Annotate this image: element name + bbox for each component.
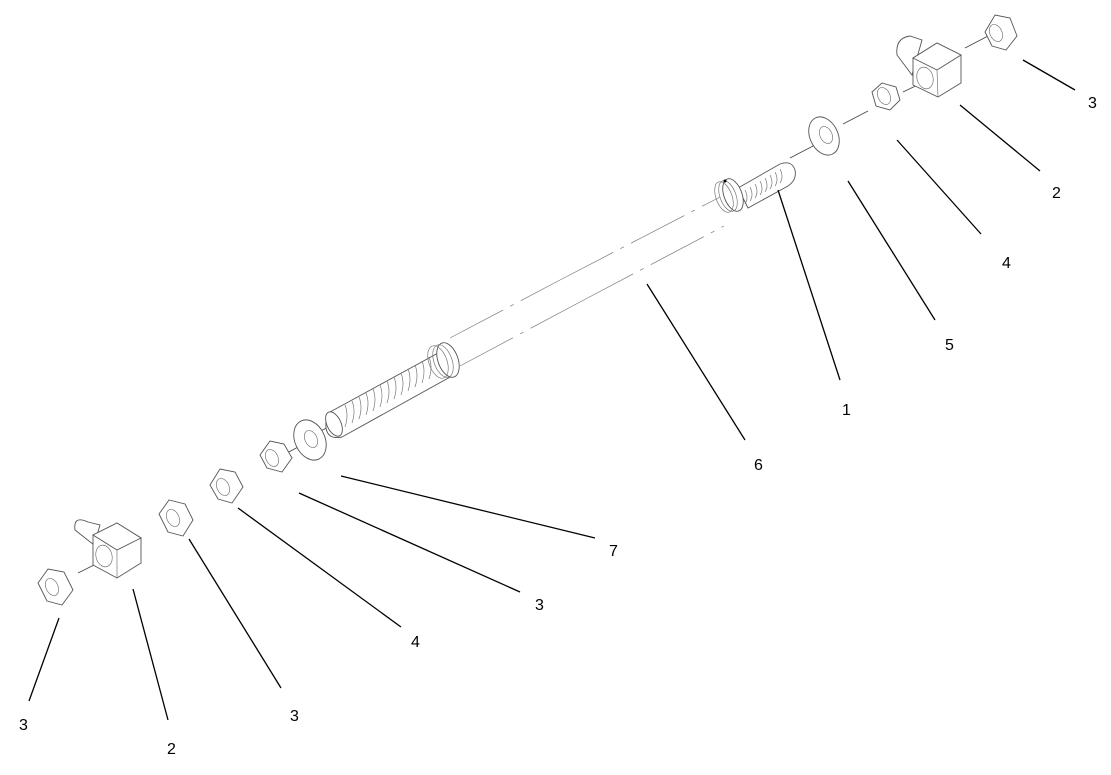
tube-item-6 bbox=[449, 196, 725, 367]
washer-item-7 bbox=[293, 419, 327, 461]
hex-nut-item-4-lower bbox=[209, 468, 244, 504]
callout-7: 7 bbox=[609, 543, 618, 560]
callout-labels: 3 2 4 5 1 6 7 3 4 3 2 3 bbox=[19, 95, 1097, 758]
threaded-rod-upper-item-1 bbox=[714, 162, 796, 213]
callout-2-bottom: 2 bbox=[167, 741, 176, 758]
threaded-rod-lower-item-1 bbox=[325, 342, 460, 439]
hex-nut-item-3-bottom-left bbox=[37, 568, 74, 606]
hex-nut-item-3-lower bbox=[158, 499, 194, 537]
callout-3-top-right: 3 bbox=[1088, 95, 1097, 112]
washer-item-5 bbox=[808, 116, 840, 156]
callout-3-bottom-mid: 3 bbox=[290, 708, 299, 725]
leader-lines bbox=[28, 59, 1076, 721]
callout-6: 6 bbox=[754, 457, 763, 474]
callout-2-top-right: 2 bbox=[1052, 185, 1061, 202]
callout-1: 1 bbox=[842, 402, 851, 419]
callout-4-top-right: 4 bbox=[1002, 255, 1011, 272]
callout-3-bottom-left: 3 bbox=[19, 717, 28, 734]
hex-nut-item-3-top bbox=[984, 14, 1018, 51]
callout-3-mid: 3 bbox=[535, 597, 544, 614]
hex-nut-item-3-mid bbox=[259, 440, 293, 473]
hex-nut-item-4-upper bbox=[871, 82, 901, 111]
elbow-fitting-item-2-upper bbox=[896, 35, 962, 98]
elbow-fitting-item-2-lower bbox=[74, 519, 142, 579]
callout-5: 5 bbox=[945, 337, 954, 354]
callout-4-bottom: 4 bbox=[411, 634, 420, 651]
